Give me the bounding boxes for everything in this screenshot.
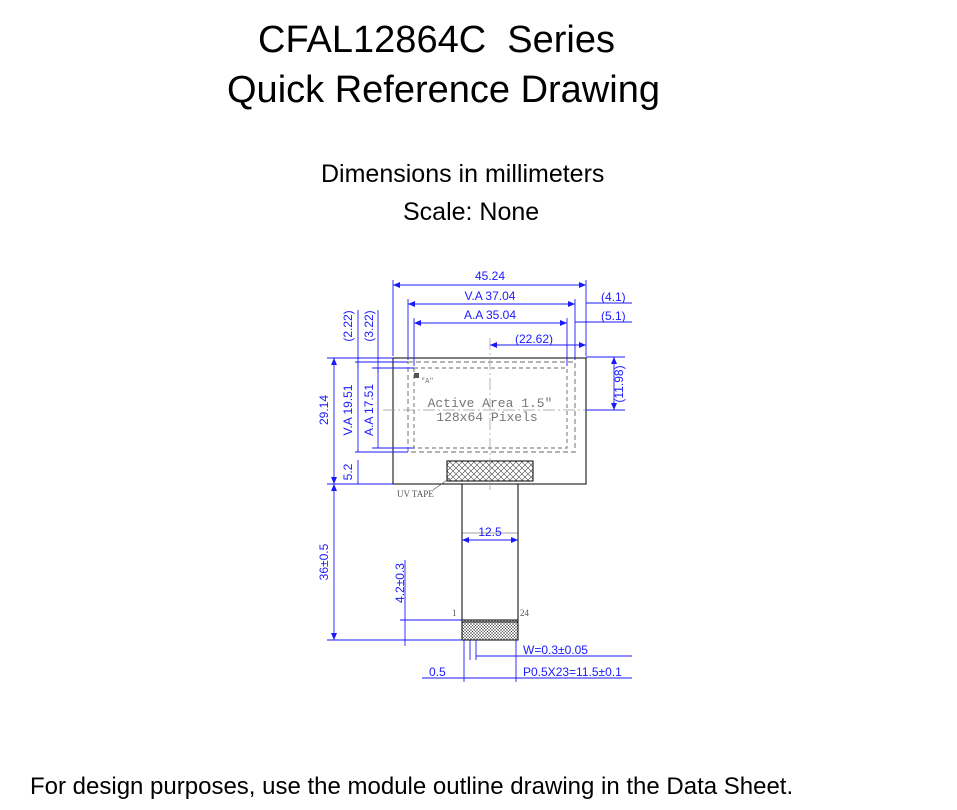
- contact-pins: [461, 619, 519, 641]
- dim-pin-width: W=0.3±0.05: [523, 643, 588, 657]
- corner-marker-square: [414, 373, 419, 378]
- dim-fpc-width: 12.5: [478, 525, 502, 539]
- corner-marker-label: "A": [421, 378, 434, 386]
- dim-overall-width: 45.24: [475, 269, 505, 283]
- dim-edge-offset: 0.5: [429, 665, 446, 679]
- dim-tail-length: 36±0.5: [317, 543, 331, 580]
- footer-note: For design purposes, use the module outl…: [30, 773, 794, 800]
- dim-top-offset-aa: (3.22): [362, 310, 376, 341]
- pin-last-label: 24: [520, 608, 530, 618]
- dim-pitch: P0.5X23=11.5±0.1: [523, 665, 622, 679]
- dim-aa-height: A.A 17.51: [362, 384, 376, 436]
- dim-right-offset-aa: (5.1): [601, 309, 626, 323]
- title-line-1: CFAL12864C Series: [258, 19, 615, 61]
- dim-right-height: (11.98): [612, 365, 626, 402]
- units-note: Dimensions in millimeters: [321, 160, 605, 188]
- dimension-arrows: [331, 282, 617, 640]
- center-lines: [383, 338, 598, 490]
- viewing-area: [407, 361, 576, 453]
- dim-aa-width: A.A 35.04: [464, 308, 516, 322]
- pin-first-label: 1: [452, 608, 457, 618]
- dim-center-offset: (22.62): [515, 332, 553, 346]
- dim-stiffener-length: 4.2±0.3: [393, 563, 407, 603]
- active-area-label: Active Area 1.5": [428, 396, 553, 411]
- scale-note: Scale: None: [403, 198, 540, 226]
- dim-va-height: V.A 19.51: [341, 384, 355, 435]
- dim-overall-height: 29.14: [317, 395, 331, 425]
- uv-tape-label: UV TAPE: [397, 489, 434, 499]
- dim-top-offset-va: (2.22): [341, 310, 355, 341]
- title-line-2: Quick Reference Drawing: [227, 69, 660, 111]
- dim-bottom-margin: 5.2: [341, 463, 355, 480]
- dim-right-offset-va: (4.1): [601, 290, 626, 304]
- pixels-label: 128x64 Pixels: [436, 410, 537, 425]
- dimension-lines: [327, 280, 632, 682]
- dim-va-width: V.A 37.04: [465, 289, 516, 303]
